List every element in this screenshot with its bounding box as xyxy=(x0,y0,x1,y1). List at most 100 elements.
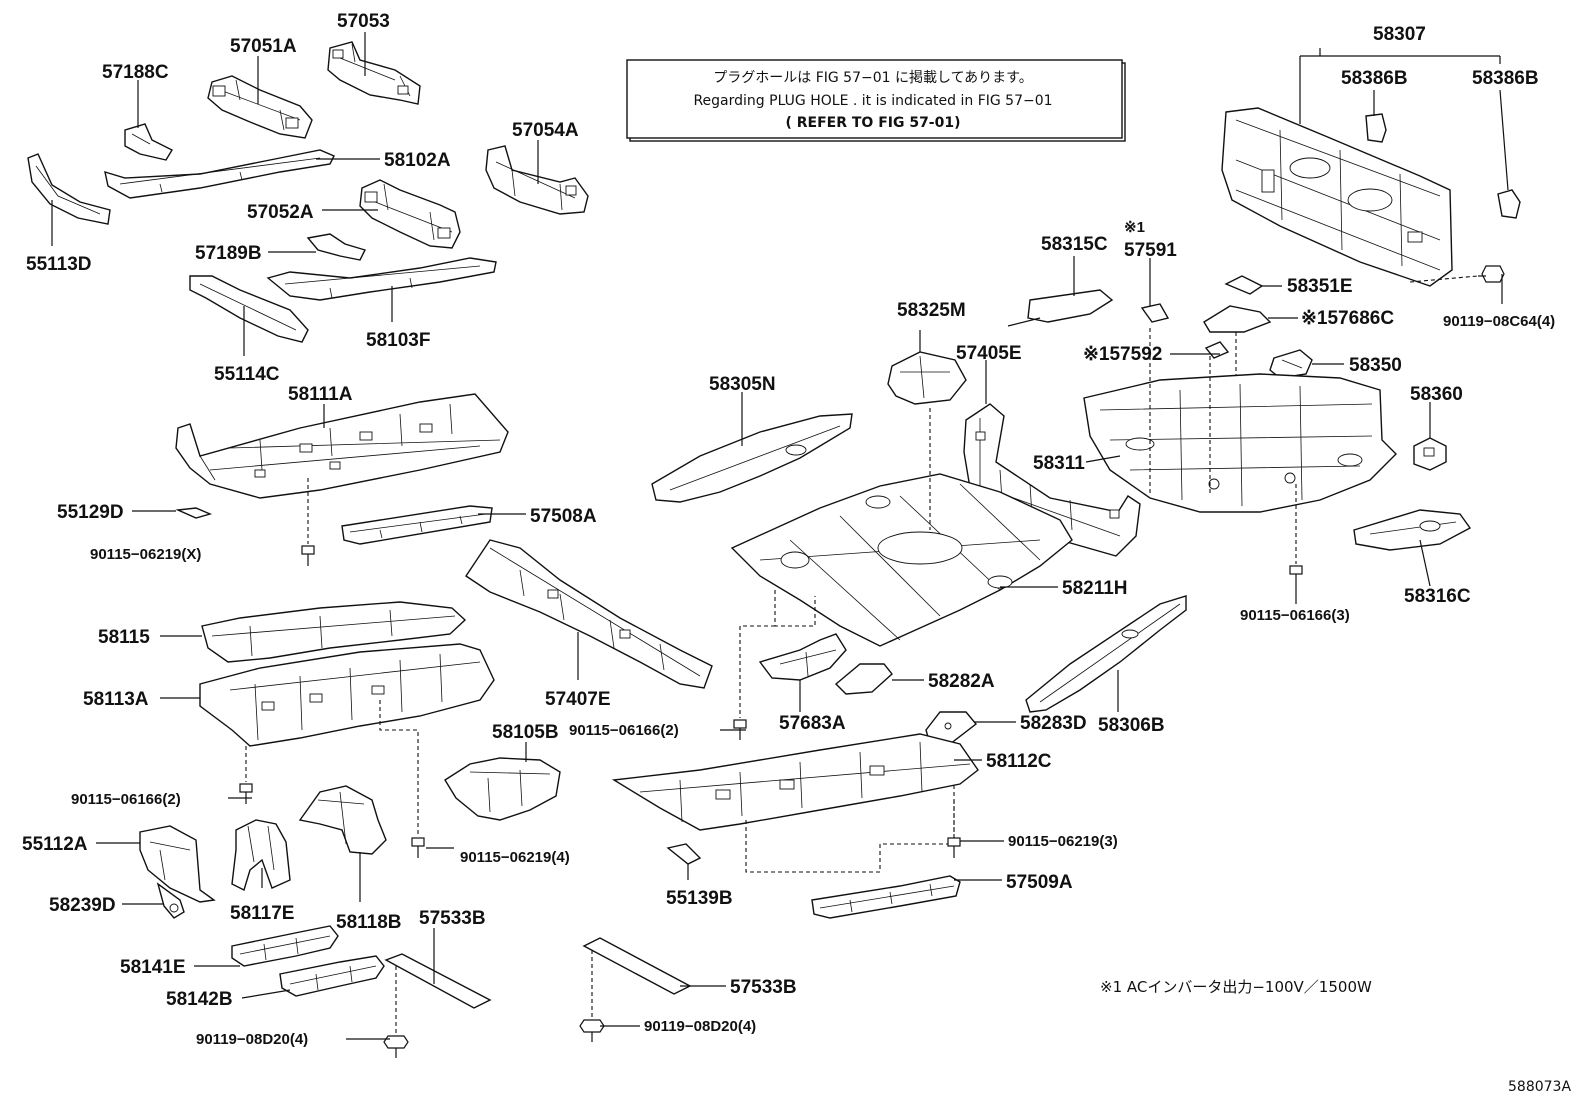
bolt-90115-06219X-drawing xyxy=(301,478,315,566)
part-58111A-drawing xyxy=(175,393,509,499)
label-58211H: 58211H xyxy=(1062,578,1128,599)
label-58325M: 58325M xyxy=(897,300,966,321)
label-57591: 57591 xyxy=(1124,240,1177,261)
bolt-90119-08D20-4b-drawing xyxy=(579,950,605,1042)
part-58282A-drawing xyxy=(834,663,893,695)
part-57686C-drawing xyxy=(1203,305,1272,333)
label-55114C: 55114C xyxy=(214,364,280,385)
label-55113D: 55113D xyxy=(26,254,92,275)
label-58311: 58311 xyxy=(1033,453,1085,474)
label-90115-06166-2b: 90115−06166(2) xyxy=(569,722,679,739)
part-58316C-drawing xyxy=(1353,509,1472,551)
label-90115-06219X: 90115−06219(X) xyxy=(90,546,201,563)
label-55112A: 55112A xyxy=(22,834,88,855)
bolt-90115-06166-2a-drawing xyxy=(239,746,253,804)
label-58118B: 58118B xyxy=(336,912,402,933)
label-57053: 57053 xyxy=(337,11,390,32)
label-58307: 58307 xyxy=(1373,24,1426,45)
bolt-90115-06166-3-drawing xyxy=(1289,484,1303,590)
label-57188C: 57188C xyxy=(102,62,169,83)
part-58311-drawing xyxy=(1083,373,1397,513)
bolt-90119-08C64-4-drawing xyxy=(1409,265,1505,283)
part-57591-drawing xyxy=(1140,303,1170,323)
label-58112C: 58112C xyxy=(986,751,1052,772)
part-58117E-drawing xyxy=(231,819,291,891)
part-55114C-drawing xyxy=(189,275,309,343)
part-57508A-drawing xyxy=(341,505,493,545)
part-58141E-drawing xyxy=(231,925,339,967)
part-58386B-a-drawing xyxy=(1365,113,1387,143)
part-55139B-drawing xyxy=(666,843,702,865)
part-58351E-drawing xyxy=(1224,275,1264,295)
part-58386B-b-drawing xyxy=(1497,189,1521,219)
label-58115: 58115 xyxy=(98,627,150,648)
label-57591-mark: ※1 xyxy=(1124,219,1145,236)
label-57189B: 57189B xyxy=(195,243,262,264)
label-90115-06166-2a: 90115−06166(2) xyxy=(71,791,181,808)
label-57683A: 57683A xyxy=(779,713,846,734)
note-box xyxy=(626,59,1123,139)
note-line-3: ( REFER TO FIG 57-01) xyxy=(785,115,960,131)
part-58115-drawing xyxy=(201,601,467,663)
dashed-leads-58311 xyxy=(1149,328,1237,496)
label-58350: 58350 xyxy=(1349,355,1402,376)
part-58360-drawing xyxy=(1413,437,1447,471)
label-57509A: 57509A xyxy=(1006,872,1073,893)
part-58211H-drawing xyxy=(730,408,1073,647)
label-57405E: 57405E xyxy=(956,343,1022,364)
part-57533B-a-drawing xyxy=(384,953,492,1009)
label-57533B-b: 57533B xyxy=(730,977,797,998)
label-58141E: 58141E xyxy=(120,957,186,978)
part-57683A-drawing xyxy=(758,633,847,681)
label-58305N: 58305N xyxy=(709,374,776,395)
label-90119-08D20-4b: 90119−08D20(4) xyxy=(644,1018,756,1035)
label-58111A: 58111A xyxy=(288,384,353,405)
part-58325M-drawing xyxy=(887,351,967,405)
label-57052A: 57052A xyxy=(247,202,314,223)
label-58386B-a: 58386B xyxy=(1341,68,1408,89)
part-55112A-drawing xyxy=(139,825,216,903)
label-58117E: 58117E xyxy=(230,903,294,924)
label-58386B-b: 58386B xyxy=(1472,68,1539,89)
label-58315C: 58315C xyxy=(1041,234,1108,255)
part-labels: 57053 57051A 57188C 58102A 57054A 57052A… xyxy=(22,11,1555,1048)
part-55129D-drawing xyxy=(175,507,213,519)
label-57054A: 57054A xyxy=(512,120,579,141)
label-58142B: 58142B xyxy=(166,989,233,1010)
label-57592: ※157592 xyxy=(1083,344,1162,365)
note-line-1: プラグホールは FIG 57−01 に掲載してあります。 xyxy=(713,70,1033,86)
label-58351E: 58351E xyxy=(1287,276,1353,297)
label-57407E: 57407E xyxy=(545,689,611,710)
label-57686C: ※157686C xyxy=(1301,308,1394,329)
label-90119-08C64-4: 90119−08C64(4) xyxy=(1443,313,1555,330)
label-58105B: 58105B xyxy=(492,722,559,743)
label-58103F: 58103F xyxy=(366,330,430,351)
part-58305N-drawing xyxy=(651,413,853,503)
bolt-90119-08D20-4a-drawing xyxy=(383,966,409,1058)
label-58360: 58360 xyxy=(1410,384,1463,405)
label-90115-06219-3: 90115−06219(3) xyxy=(1008,833,1118,850)
part-58113A-drawing xyxy=(199,643,495,747)
bolt-90115-06219-4-drawing xyxy=(379,700,425,858)
part-57407E-drawing xyxy=(465,539,713,689)
label-58283D: 58283D xyxy=(1020,713,1087,734)
label-90119-08D20-4a: 90119−08D20(4) xyxy=(196,1031,308,1048)
label-57051A: 57051A xyxy=(230,36,297,57)
part-57533B-b-drawing xyxy=(582,937,692,995)
ac-inverter-footnote: ※1 ACインバータ出力−100V／1500W xyxy=(1100,978,1372,996)
part-57592-drawing xyxy=(1204,341,1230,359)
part-58118B-drawing xyxy=(298,785,387,855)
label-90115-06219-4: 90115−06219(4) xyxy=(460,849,570,866)
label-58316C: 58316C xyxy=(1404,586,1471,607)
label-58282A: 58282A xyxy=(928,671,995,692)
label-58306B: 58306B xyxy=(1098,715,1165,736)
part-58105B-drawing xyxy=(444,757,561,821)
dashed-leads-58112C xyxy=(745,782,961,873)
part-58102A-drawing xyxy=(104,149,335,199)
part-57054A-drawing xyxy=(485,145,589,215)
label-57508A: 57508A xyxy=(530,506,597,527)
part-55113D-drawing xyxy=(27,153,111,225)
label-90115-06166-3: 90115−06166(3) xyxy=(1240,607,1350,624)
part-57052A-drawing xyxy=(359,179,461,249)
